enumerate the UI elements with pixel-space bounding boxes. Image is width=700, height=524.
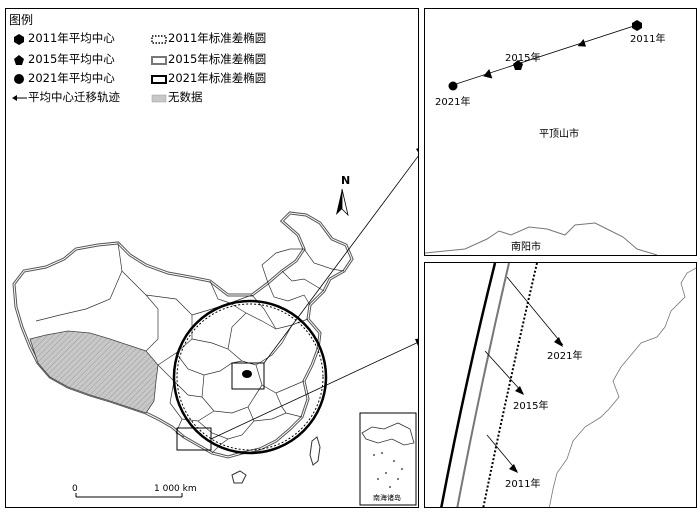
hainan-island	[231, 470, 247, 484]
center-2021-marker	[448, 81, 458, 91]
inset-mean-center: 2011年 2015年 2021年 平顶山市 南阳市	[424, 8, 697, 256]
label-2021: 2021年	[435, 97, 471, 108]
china-map-canvas	[12, 148, 418, 506]
arrow-line-icon	[12, 94, 27, 101]
main-map-panel: 图例 2011年平均中心 2015年平均中心 2021年平均中心 平均中心迁移轨…	[5, 8, 419, 508]
city-label-nanyang: 南阳市	[511, 242, 541, 253]
ellipse-2015-edge	[456, 263, 510, 507]
province-boundary	[548, 267, 696, 507]
edge-label-2011: 2011年	[505, 479, 541, 490]
south-sea-label: 南海诸岛	[373, 494, 401, 502]
legend-item-2011-center: 2011年平均中心	[10, 31, 115, 45]
scale-bar-end: 1 000 km	[154, 484, 197, 494]
circle-marker-icon	[14, 73, 24, 84]
legend-item-2015-center: 2015年平均中心	[10, 52, 115, 66]
mean-center-cluster	[242, 370, 252, 378]
bold-rect-icon	[151, 74, 167, 84]
std-ellipse-circle	[172, 299, 328, 455]
inset-ellipse-edges: 2021年 2015年 2011年	[424, 262, 697, 508]
dotted-rect-icon	[151, 34, 167, 44]
legend-item-migration-track: 平均中心迁移轨迹	[10, 90, 120, 104]
pingdingshan-boundary	[425, 222, 658, 255]
legend-title: 图例	[9, 13, 34, 27]
label-2015: 2015年	[505, 53, 541, 64]
mean-center-track-canvas	[425, 20, 658, 255]
track-arrow-2	[483, 69, 493, 79]
city-label-pingdingshan: 平顶山市	[539, 129, 579, 140]
south-sea-inset	[359, 412, 417, 506]
scale-bar-start: 0	[72, 484, 78, 494]
legend-item-2021-ellipse: 2021年标准差椭圆	[150, 71, 266, 85]
legend-item-no-data: 无数据	[150, 90, 203, 104]
henan-highlight-box	[231, 362, 265, 390]
track-arrow-1	[577, 38, 587, 47]
north-arrow-icon	[336, 188, 349, 217]
tibet-no-data-region	[29, 330, 159, 414]
label-2011: 2011年	[630, 34, 666, 45]
legend-item-2021-center: 2021年平均中心	[10, 71, 115, 85]
center-2015-marker	[513, 60, 523, 70]
center-2011-marker	[632, 20, 642, 31]
pentagon-marker-icon	[14, 54, 24, 65]
gray-fill-icon	[151, 94, 167, 102]
gray-rect-icon	[151, 55, 167, 65]
hexagon-marker-icon	[14, 33, 24, 45]
legend-item-2015-ellipse: 2015年标准差椭圆	[150, 52, 266, 66]
north-arrow-label: N	[341, 174, 351, 187]
ellipse-2011-edge	[482, 263, 538, 507]
ellipse-2021-edge	[440, 263, 497, 507]
legend-item-2011-ellipse: 2011年标准差椭圆	[150, 31, 266, 45]
scale-bar	[75, 493, 183, 498]
ellipse-edges-canvas	[440, 263, 696, 507]
edge-label-2021: 2021年	[547, 351, 583, 362]
taiwan-island	[309, 436, 321, 466]
edge-label-2015: 2015年	[513, 401, 549, 412]
